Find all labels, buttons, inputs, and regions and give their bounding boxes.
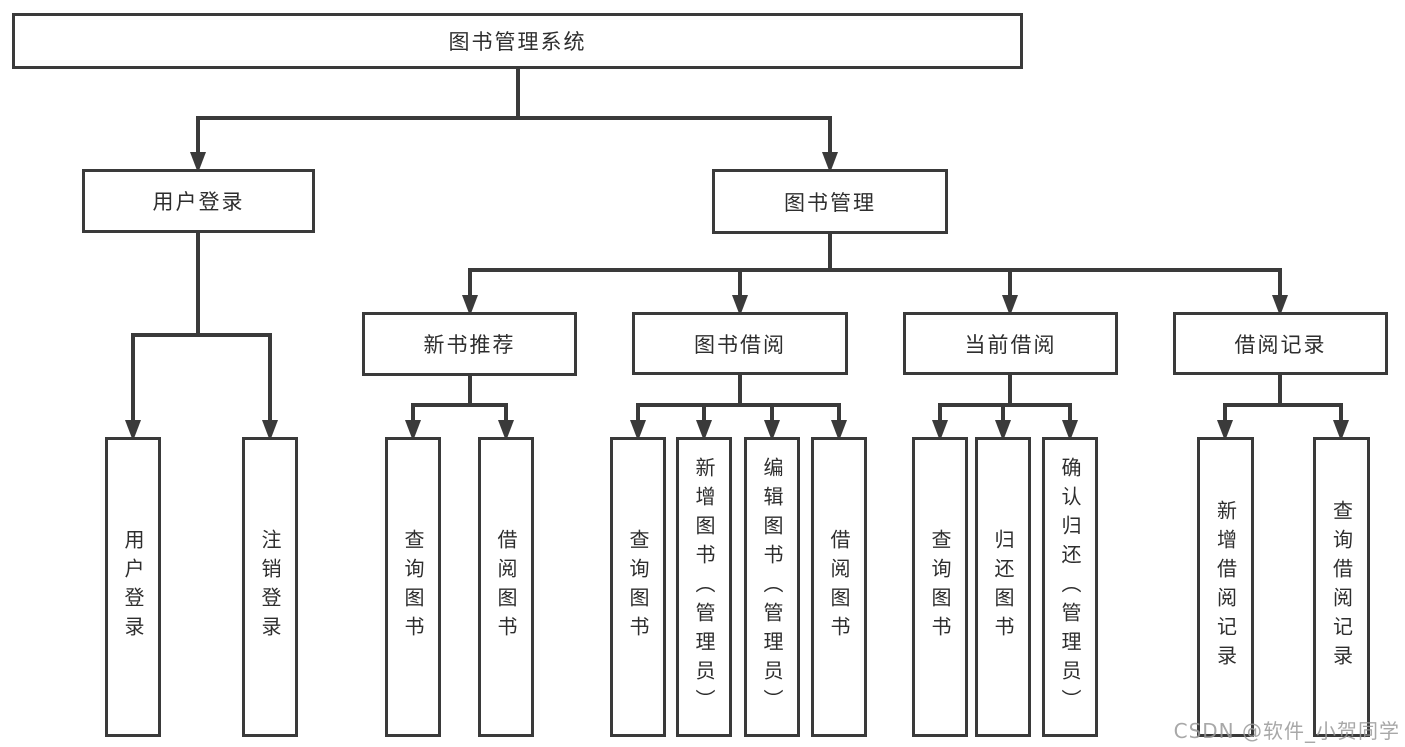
node-label: 当前借阅 xyxy=(964,332,1057,357)
node-label: 查询图书 xyxy=(626,529,650,645)
arrow-down-icon xyxy=(462,295,478,316)
connector-line xyxy=(738,270,742,298)
node-label: 查询图书 xyxy=(401,529,425,645)
connector-line xyxy=(837,405,841,423)
connector-line xyxy=(1068,405,1072,423)
connector-line xyxy=(636,403,841,407)
connector-line xyxy=(131,335,135,423)
arrow-down-icon xyxy=(1333,420,1349,441)
connector-line xyxy=(636,405,640,423)
connector-line xyxy=(828,118,832,155)
node-label: 注销登录 xyxy=(258,529,282,645)
node-label: 图书管理 xyxy=(784,190,876,215)
connector-line xyxy=(516,67,520,120)
node-label: 查询借阅记录 xyxy=(1329,500,1354,674)
arrow-down-icon xyxy=(732,295,748,316)
arrow-down-icon xyxy=(1002,295,1018,316)
connector-line xyxy=(1223,405,1227,423)
connector-line xyxy=(1008,270,1012,298)
arrow-down-icon xyxy=(1272,295,1288,316)
connector-line xyxy=(411,403,508,407)
arrow-down-icon xyxy=(498,420,514,441)
arrow-down-icon xyxy=(995,420,1011,441)
node-root: 图书管理系统 xyxy=(12,13,1023,69)
connector-line xyxy=(504,405,508,423)
connector-line xyxy=(1008,375,1012,407)
node-leaf-logout: 注销登录 xyxy=(242,437,298,737)
node-book-borrow: 图书借阅 xyxy=(632,312,848,375)
connector-line xyxy=(1278,375,1282,407)
connector-line xyxy=(1223,403,1343,407)
node-leaf-user-login: 用户登录 xyxy=(105,437,161,737)
node-label: 查询图书 xyxy=(928,529,952,645)
connector-line xyxy=(268,335,272,423)
node-leaf-query-books-1: 查询图书 xyxy=(385,437,441,737)
arrow-down-icon xyxy=(1217,420,1233,441)
connector-line xyxy=(1278,270,1282,298)
arrow-down-icon xyxy=(1062,420,1078,441)
arrow-down-icon xyxy=(822,152,838,173)
node-label: 新增借阅记录 xyxy=(1213,500,1238,674)
node-leaf-borrow-books-2: 借阅图书 xyxy=(811,437,867,737)
node-label: 借阅图书 xyxy=(827,529,851,645)
connector-line xyxy=(770,405,774,423)
node-label: 新增图书（管理员） xyxy=(692,456,716,718)
arrow-down-icon xyxy=(630,420,646,441)
node-label: 新书推荐 xyxy=(423,333,516,357)
connector-line xyxy=(1339,405,1343,423)
node-borrow-records: 借阅记录 xyxy=(1173,312,1388,375)
node-leaf-add-borrow-record: 新增借阅记录 xyxy=(1197,437,1254,737)
node-leaf-query-books-2: 查询图书 xyxy=(610,437,666,737)
node-user-login: 用户登录 xyxy=(82,169,315,233)
node-label: 借阅记录 xyxy=(1234,332,1327,357)
connector-line xyxy=(131,333,272,337)
connector-line xyxy=(196,118,200,155)
node-leaf-query-books-3: 查询图书 xyxy=(912,437,968,737)
arrow-down-icon xyxy=(125,420,141,441)
connector-line xyxy=(938,403,1072,407)
connector-line xyxy=(702,405,706,423)
node-label: 用户登录 xyxy=(121,529,145,645)
connector-line xyxy=(468,270,472,298)
connector-line xyxy=(411,405,415,423)
node-leaf-edit-books: 编辑图书（管理员） xyxy=(744,437,800,737)
connector-line xyxy=(1001,405,1005,423)
node-label: 确认归还（管理员） xyxy=(1058,456,1082,718)
watermark: CSDN @软件_小贺同学 xyxy=(1173,719,1400,743)
connector-line xyxy=(196,116,832,120)
node-leaf-borrow-books-1: 借阅图书 xyxy=(478,437,534,737)
connector-line xyxy=(468,268,1282,272)
node-leaf-query-borrow-record: 查询借阅记录 xyxy=(1313,437,1370,737)
node-current-borrow: 当前借阅 xyxy=(903,312,1118,375)
node-label: 归还图书 xyxy=(991,529,1015,645)
connector-line xyxy=(196,233,200,337)
node-label: 图书借阅 xyxy=(694,332,786,357)
connector-line xyxy=(828,234,832,272)
arrow-down-icon xyxy=(405,420,421,441)
node-leaf-return-books: 归还图书 xyxy=(975,437,1031,737)
node-label: 用户登录 xyxy=(152,190,245,214)
node-book-mgmt: 图书管理 xyxy=(712,169,948,234)
node-leaf-confirm-return: 确认归还（管理员） xyxy=(1042,437,1098,737)
arrow-down-icon xyxy=(831,420,847,441)
arrow-down-icon xyxy=(190,152,206,173)
node-label: 图书管理系统 xyxy=(448,30,587,54)
arrow-down-icon xyxy=(696,420,712,441)
arrow-down-icon xyxy=(932,420,948,441)
connector-line xyxy=(938,405,942,423)
node-label: 编辑图书（管理员） xyxy=(760,456,784,718)
arrow-down-icon xyxy=(764,420,780,441)
arrow-down-icon xyxy=(262,420,278,441)
node-new-book-rec: 新书推荐 xyxy=(362,312,577,376)
connector-line xyxy=(468,376,472,407)
node-leaf-add-books: 新增图书（管理员） xyxy=(676,437,732,737)
connector-line xyxy=(738,375,742,407)
node-label: 借阅图书 xyxy=(494,529,518,645)
